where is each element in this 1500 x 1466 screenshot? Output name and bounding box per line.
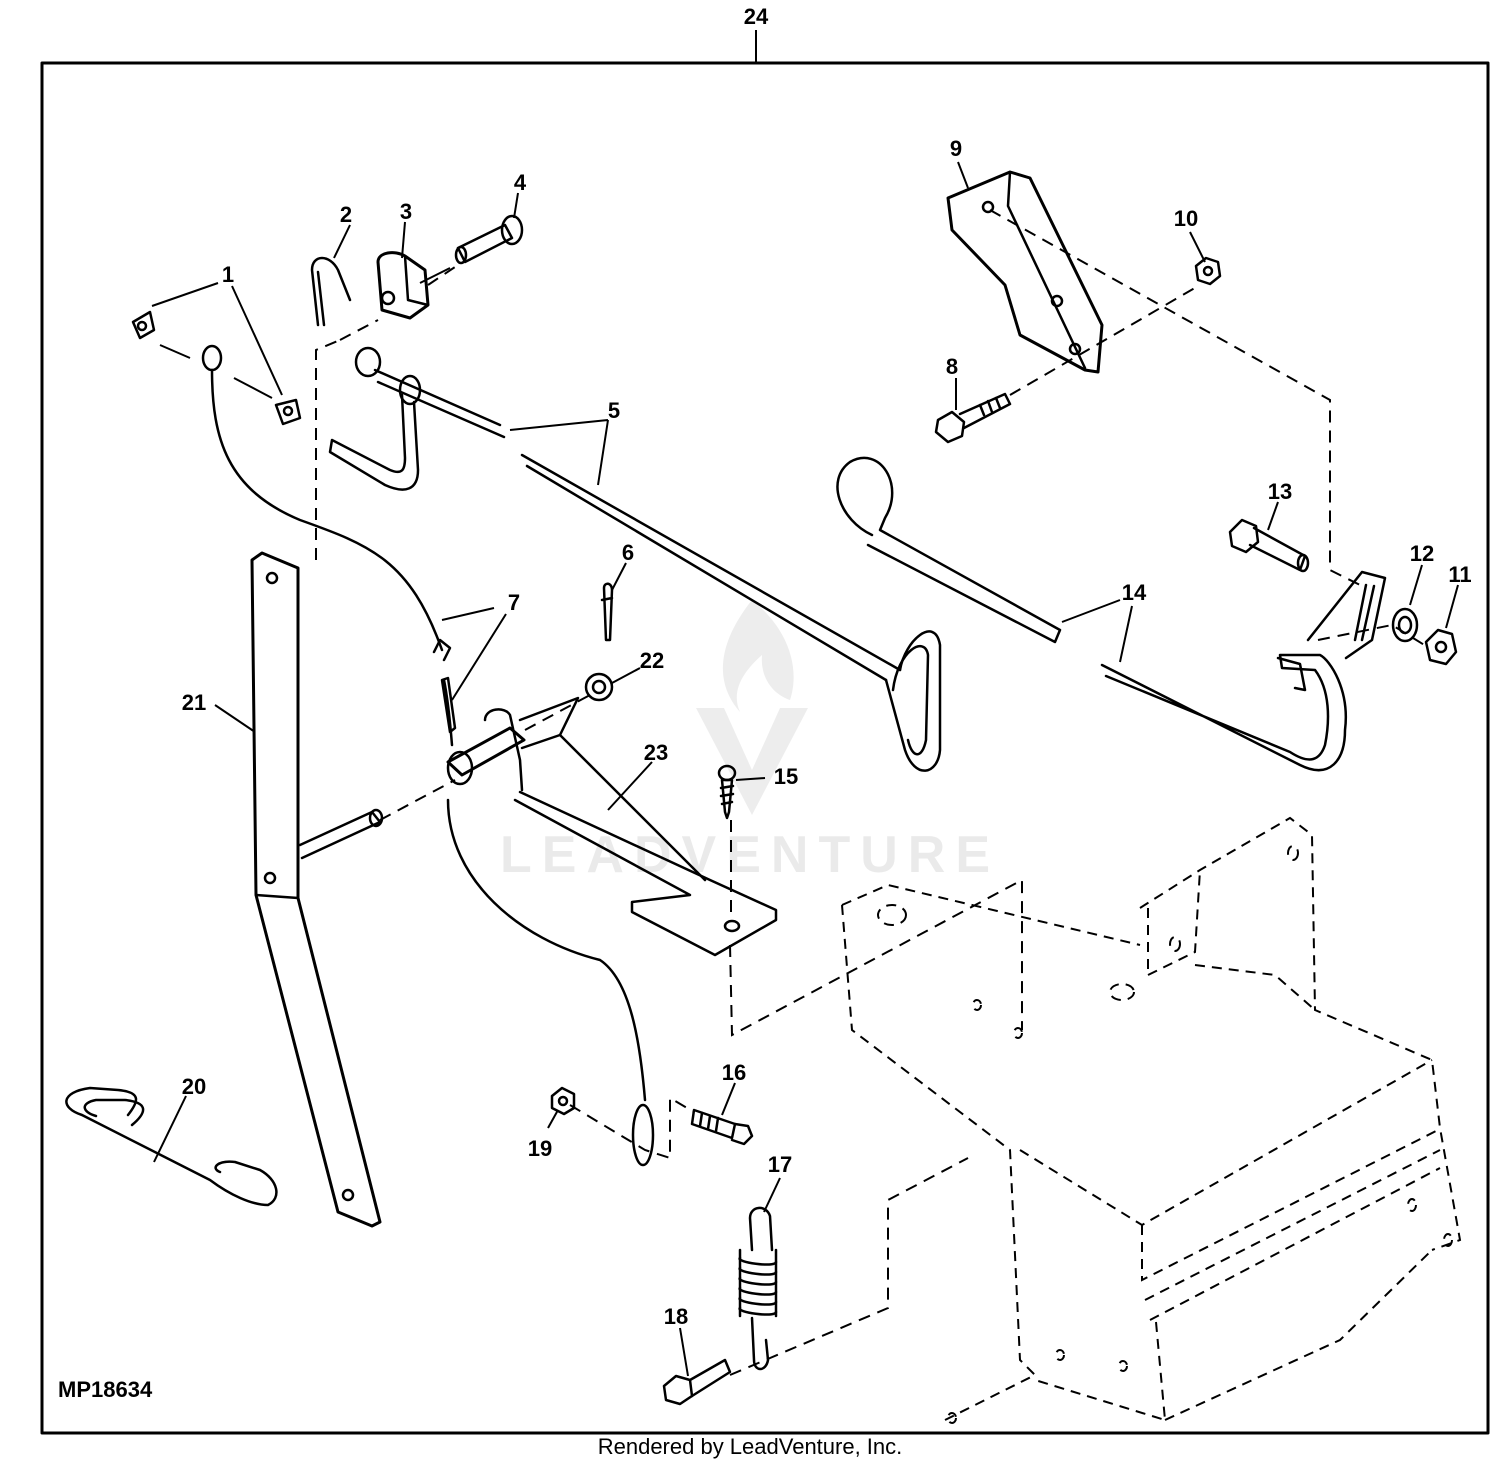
callout-labels: 24 1 2 3 4 5 6 7 8 9 10 11 12 13 14 15 1… bbox=[182, 4, 1472, 1329]
part-17-spring bbox=[738, 1206, 778, 1371]
part-14-rod bbox=[836, 456, 1387, 772]
assembly-frame bbox=[40, 61, 1490, 1435]
part-19-nut bbox=[550, 1086, 576, 1116]
part-21-lift-arm bbox=[250, 551, 384, 1228]
part-12-washer bbox=[1391, 607, 1419, 643]
watermark-text: LEADVENTURE bbox=[500, 826, 1000, 884]
phantom-frame bbox=[841, 816, 1462, 1424]
figure-code: MP18634 bbox=[58, 1377, 153, 1402]
callout-1: 1 bbox=[222, 262, 234, 287]
part-18-bolt bbox=[662, 1358, 732, 1406]
assembly-lines bbox=[315, 209, 1427, 1376]
callout-20: 20 bbox=[182, 1074, 206, 1099]
callout-2: 2 bbox=[340, 202, 352, 227]
callout-12: 12 bbox=[1410, 541, 1434, 566]
callout-5: 5 bbox=[608, 398, 620, 423]
callout-15: 15 bbox=[774, 764, 798, 789]
part-23-pedal bbox=[446, 696, 778, 957]
callout-3: 3 bbox=[400, 199, 412, 224]
callout-21: 21 bbox=[182, 690, 206, 715]
callout-10: 10 bbox=[1174, 206, 1198, 231]
part-7-cable bbox=[201, 344, 655, 1167]
part-11-nut bbox=[1424, 628, 1458, 666]
callout-18: 18 bbox=[664, 1304, 688, 1329]
part-3-clevis bbox=[376, 251, 451, 320]
callout-23: 23 bbox=[644, 740, 668, 765]
part-13-bolt bbox=[1228, 518, 1310, 573]
part-15-screw bbox=[717, 764, 737, 820]
watermark-logo-icon bbox=[696, 600, 808, 815]
part-1-clip bbox=[131, 282, 302, 426]
callout-4: 4 bbox=[514, 170, 527, 195]
part-8-bolt bbox=[934, 392, 1012, 444]
callout-22: 22 bbox=[640, 648, 664, 673]
callout-16: 16 bbox=[722, 1060, 746, 1085]
callout-9: 9 bbox=[950, 136, 962, 161]
callout-19: 19 bbox=[528, 1136, 552, 1161]
part-20-hairpin bbox=[65, 1086, 278, 1207]
callout-17: 17 bbox=[768, 1152, 792, 1177]
callout-7: 7 bbox=[508, 590, 520, 615]
leader-lines bbox=[153, 161, 1459, 1377]
part-7-pin bbox=[440, 676, 457, 734]
footer-credit: Rendered by LeadVenture, Inc. bbox=[597, 1434, 903, 1459]
part-10-nut bbox=[1194, 256, 1222, 286]
callout-14: 14 bbox=[1122, 580, 1147, 605]
callout-8: 8 bbox=[946, 354, 958, 379]
part-6-cotter-pin bbox=[600, 582, 614, 642]
part-5-lift-rod bbox=[328, 346, 942, 772]
callout-6: 6 bbox=[622, 540, 634, 565]
part-4-pin bbox=[454, 214, 524, 265]
part-16-bolt bbox=[690, 1108, 754, 1146]
callout-13: 13 bbox=[1268, 479, 1292, 504]
callout-11: 11 bbox=[1448, 562, 1471, 587]
callout-24: 24 bbox=[744, 4, 769, 29]
part-22-washer bbox=[584, 672, 614, 702]
part-2-cotter-pin bbox=[310, 256, 352, 327]
part-9-bracket bbox=[946, 170, 1104, 374]
